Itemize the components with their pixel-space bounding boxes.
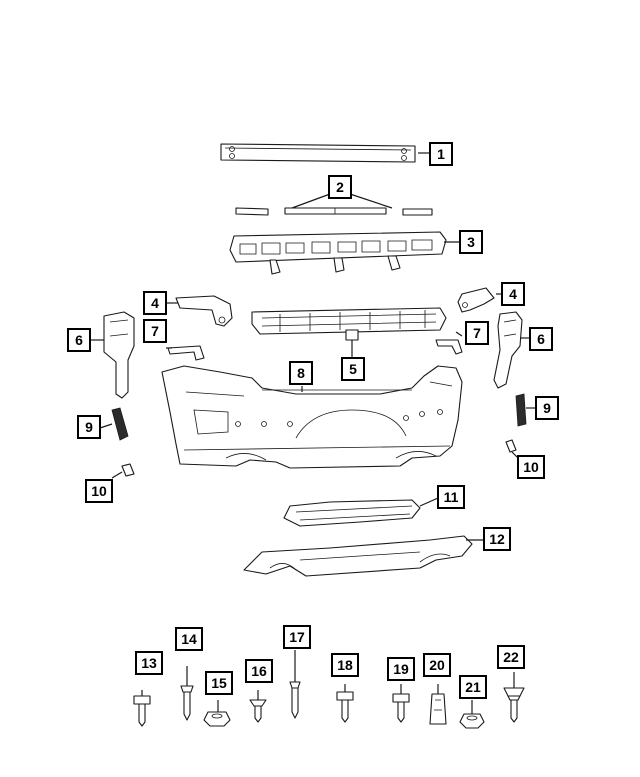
- svg-text:13: 13: [141, 655, 157, 671]
- fastener-19: [392, 693, 410, 723]
- fastener-20: [429, 693, 447, 725]
- part-8-fascia: [161, 365, 463, 469]
- svg-text:5: 5: [349, 361, 357, 377]
- callout-7-left: 7: [143, 319, 167, 343]
- part-7-clip-left: [167, 345, 205, 361]
- fastener-22: [503, 687, 525, 723]
- part-9-reflector-right: [515, 393, 527, 427]
- svg-text:10: 10: [523, 459, 539, 475]
- callout-22: 22: [497, 645, 525, 669]
- svg-text:7: 7: [473, 325, 481, 341]
- callout-4-right: 4: [501, 282, 525, 306]
- part-10-fastener-right: [505, 439, 517, 453]
- part-3-absorber: [229, 231, 447, 275]
- callout-6-left: 6: [67, 328, 91, 352]
- callout-3: 3: [459, 230, 483, 254]
- callout-4-left: 4: [143, 291, 167, 315]
- fastener-18: [336, 691, 354, 723]
- svg-text:3: 3: [467, 234, 475, 250]
- svg-text:2: 2: [336, 179, 344, 195]
- fastener-14: [180, 685, 194, 721]
- part-6-side-bracket-left: [103, 311, 135, 399]
- part-11-deflector: [283, 499, 421, 527]
- part-2-strips: [235, 207, 433, 216]
- callout-16: 16: [245, 659, 273, 683]
- callout-8: 8: [289, 361, 313, 385]
- fastener-15: [203, 711, 231, 727]
- svg-text:22: 22: [503, 649, 519, 665]
- callout-13: 13: [135, 651, 163, 675]
- svg-text:1: 1: [437, 146, 445, 162]
- callout-10-right: 10: [517, 455, 545, 479]
- svg-text:4: 4: [509, 286, 517, 302]
- svg-text:9: 9: [543, 400, 551, 416]
- callout-6-right: 6: [529, 327, 553, 351]
- fastener-16: [249, 699, 267, 723]
- svg-text:19: 19: [393, 661, 409, 677]
- part-4-bracket-left: [175, 295, 233, 327]
- svg-text:4: 4: [151, 295, 159, 311]
- svg-text:14: 14: [181, 631, 197, 647]
- svg-text:12: 12: [489, 531, 505, 547]
- callout-7-right: 7: [465, 321, 489, 345]
- part-10-fastener-left: [121, 463, 135, 477]
- part-7-clip-right: [435, 339, 463, 355]
- svg-text:10: 10: [91, 483, 107, 499]
- part-6-side-bracket-right: [493, 311, 523, 389]
- svg-text:18: 18: [337, 657, 353, 673]
- callout-10-left: 10: [85, 479, 113, 503]
- svg-text:6: 6: [537, 331, 545, 347]
- part-12-diffuser: [243, 535, 473, 577]
- callout-20: 20: [423, 653, 451, 677]
- svg-text:20: 20: [429, 657, 445, 673]
- fastener-17: [289, 681, 301, 719]
- callout-12: 12: [483, 527, 511, 551]
- svg-text:15: 15: [211, 675, 227, 691]
- part-4-bracket-right: [457, 287, 495, 313]
- part-1-reinforcement: [220, 143, 416, 163]
- part-5-upper-support: [251, 307, 447, 341]
- callout-17: 17: [283, 625, 311, 649]
- svg-text:8: 8: [297, 365, 305, 381]
- callout-19: 19: [387, 657, 415, 681]
- svg-text:7: 7: [151, 323, 159, 339]
- callout-15: 15: [205, 671, 233, 695]
- svg-text:6: 6: [75, 332, 83, 348]
- callout-14: 14: [175, 627, 203, 651]
- callout-21: 21: [459, 675, 487, 699]
- callout-11: 11: [437, 485, 465, 509]
- callout-2: 2: [328, 175, 352, 199]
- fastener-13: [133, 695, 151, 727]
- callout-9-right: 9: [535, 396, 559, 420]
- callout-1: 1: [429, 142, 453, 166]
- svg-text:9: 9: [85, 419, 93, 435]
- fastener-21: [459, 713, 485, 729]
- svg-text:21: 21: [465, 679, 481, 695]
- callout-5: 5: [341, 357, 365, 381]
- svg-text:11: 11: [444, 489, 459, 505]
- callout-18: 18: [331, 653, 359, 677]
- callout-9-left: 9: [77, 415, 101, 439]
- part-9-reflector-left: [111, 407, 129, 441]
- svg-text:17: 17: [289, 629, 305, 645]
- svg-text:16: 16: [251, 663, 267, 679]
